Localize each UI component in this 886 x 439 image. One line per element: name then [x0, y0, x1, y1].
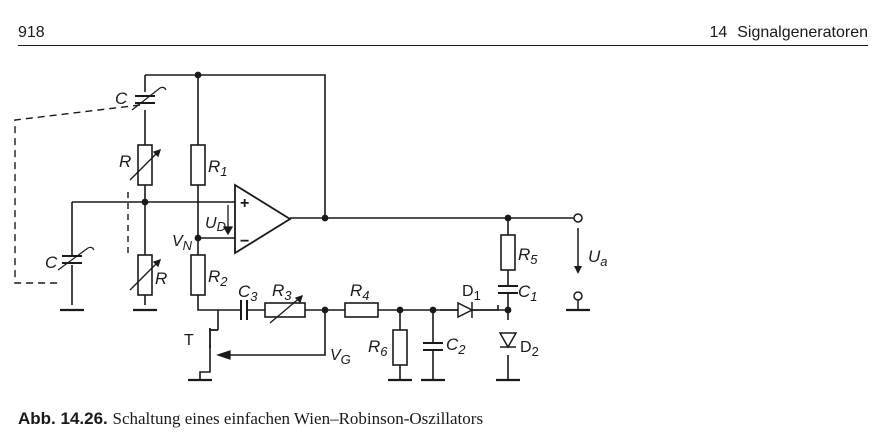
arrow-r-bottom [129, 259, 161, 291]
label-r3: R3 [272, 281, 292, 303]
label-ua: Ua [588, 247, 608, 269]
label-c2: C2 [446, 335, 466, 357]
chapter-title: Signalgeneratoren [737, 24, 868, 41]
label-r1: R1 [208, 157, 228, 179]
resistor-r2 [190, 254, 206, 296]
resistor-r1 [190, 144, 206, 186]
label-c-bottom: C [45, 253, 58, 272]
label-t: T [184, 332, 194, 349]
label-plus: + [240, 195, 249, 212]
chapter-number: 14 [709, 24, 728, 41]
label-r-top: R [119, 152, 131, 171]
label-r6: R6 [368, 337, 388, 359]
output-ground-terminal [573, 291, 583, 301]
arrow-c-bottom [57, 246, 95, 271]
diode-d2 [498, 332, 518, 349]
diode-d1 [457, 301, 474, 319]
resistor-r4 [344, 302, 379, 318]
caption-text: Schaltung eines einfachen Wien–Robinson-… [112, 409, 484, 428]
label-minus: − [240, 233, 249, 250]
label-r-bottom: R [155, 269, 167, 288]
label-vn: VN [172, 233, 193, 253]
wire-top-rail [145, 74, 326, 218]
circuit-schematic: C R R1 UD VN + − C R R2 C3 R3 R4 D1 R5 C… [14, 71, 608, 382]
resistor-r6 [392, 329, 408, 366]
page-header: 918 14 Signalgeneratoren [18, 24, 868, 48]
header-rule [18, 45, 868, 46]
caption-label: Abb. 14.26. [18, 409, 108, 428]
arrow-c-top [131, 86, 167, 111]
wire-fet-source [199, 345, 211, 380]
label-d2: D2 [520, 339, 539, 359]
gang-link [14, 104, 141, 284]
wire-chain [218, 305, 499, 311]
label-r4: R4 [350, 281, 370, 303]
label-ud: UD [205, 215, 226, 234]
label-d1: D1 [462, 283, 481, 303]
wire-r2 [197, 240, 219, 330]
label-c3: C3 [238, 282, 258, 304]
label-c-top: C [115, 89, 128, 108]
label-c1: C1 [518, 282, 538, 304]
label-vg: VG [330, 347, 351, 367]
page-number: 918 [18, 24, 45, 41]
arrow-r3 [269, 295, 303, 324]
chapter-heading: 14 Signalgeneratoren [709, 24, 868, 42]
output-terminal [573, 213, 583, 223]
fet-gate-arrow [216, 350, 231, 360]
resistor-r5 [500, 234, 516, 271]
figure-caption: Abb. 14.26. Schaltung eines einfachen Wi… [18, 409, 483, 429]
wire-r3-tap [230, 310, 326, 356]
label-r2: R2 [208, 267, 228, 289]
label-r5: R5 [518, 245, 538, 267]
arrow-r-top [129, 149, 161, 181]
opamp-triangle [234, 183, 292, 255]
